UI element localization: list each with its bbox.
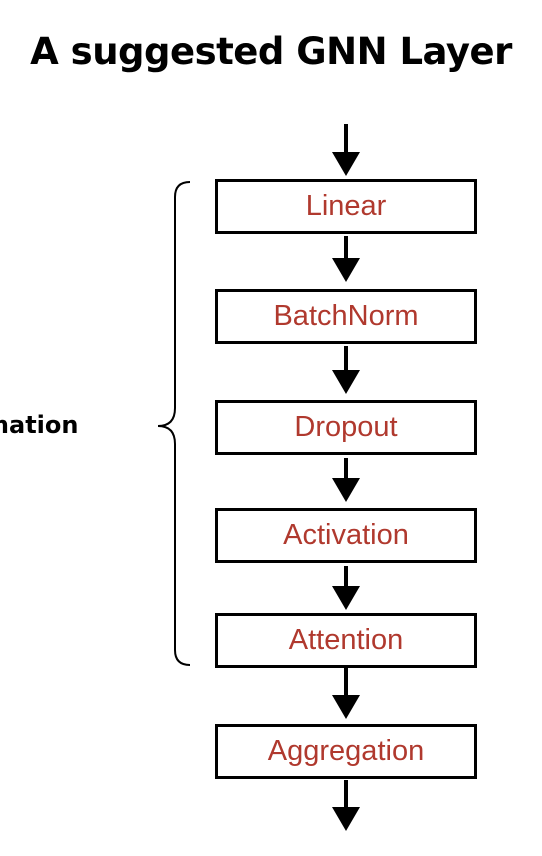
aggregation-layer-box: Aggregation	[215, 724, 477, 779]
linear-layer-box: Linear	[215, 179, 477, 234]
linear-layer-label: Linear	[305, 190, 387, 222]
dropout-layer-label: Dropout	[294, 411, 398, 443]
arrow-linear-to-batchnorm	[332, 236, 360, 282]
arrow-activation-to-attention	[332, 566, 360, 610]
aggregation-layer-label: Aggregation	[267, 735, 425, 767]
activation-layer-box: Activation	[215, 508, 477, 563]
dropout-layer-box: Dropout	[215, 400, 477, 455]
batchnorm-layer-label: BatchNorm	[273, 300, 419, 332]
diagram-title: A suggested GNN Layer	[30, 30, 512, 73]
arrow-dropout-to-activation	[332, 458, 360, 502]
transformation-group-label: mation	[0, 411, 79, 439]
group-brace	[157, 181, 191, 666]
arrow-output	[332, 780, 360, 831]
attention-layer-box: Attention	[215, 613, 477, 668]
arrow-attention-to-aggregation	[332, 666, 360, 719]
attention-layer-label: Attention	[288, 624, 404, 656]
batchnorm-layer-box: BatchNorm	[215, 289, 477, 344]
arrow-input	[332, 124, 360, 176]
activation-layer-label: Activation	[283, 519, 409, 551]
arrow-batchnorm-to-dropout	[332, 346, 360, 394]
